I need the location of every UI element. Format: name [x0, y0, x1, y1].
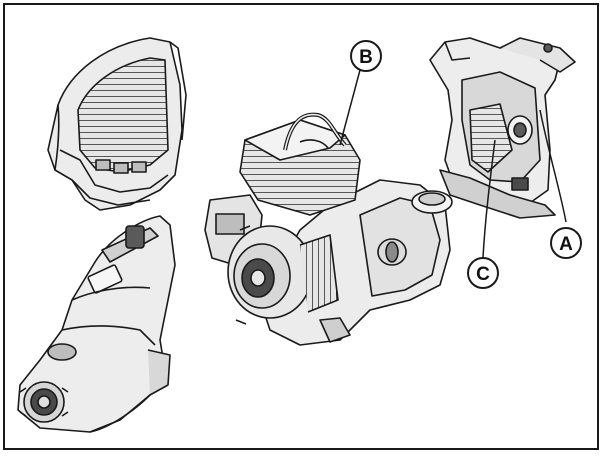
callout-c-label: C — [476, 264, 490, 285]
callout-b-circle — [350, 40, 382, 72]
leader-lines — [339, 69, 567, 259]
leader-line-c — [482, 139, 496, 259]
callout-b-label: B — [359, 47, 373, 68]
callout-c-circle — [467, 257, 499, 289]
engine-assembly — [204, 112, 453, 346]
muffler-cover — [429, 37, 576, 219]
callout-c: C — [467, 257, 499, 289]
callout-b: B — [350, 40, 382, 72]
callout-a: A — [550, 227, 582, 259]
engine-shroud — [17, 215, 176, 433]
leader-line-a — [539, 109, 567, 223]
callout-a-label: A — [559, 234, 573, 255]
fan-housing-cover — [47, 37, 187, 211]
callout-a-circle — [550, 227, 582, 259]
leader-line-b — [339, 69, 361, 146]
